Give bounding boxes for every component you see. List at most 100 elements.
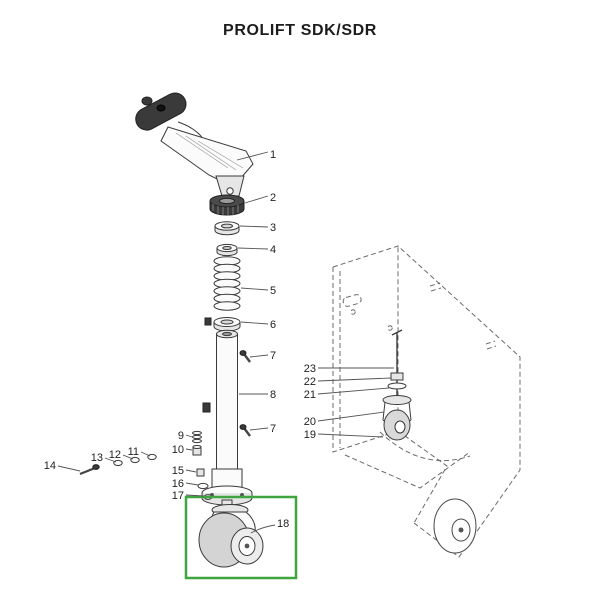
tube-bore bbox=[222, 331, 232, 337]
screw-head bbox=[239, 350, 247, 356]
part-number-label: 18 bbox=[277, 518, 289, 530]
part-number-label: 3 bbox=[270, 222, 276, 234]
chassis-front-panel bbox=[332, 246, 399, 453]
callout-part-3: 3 bbox=[239, 222, 276, 234]
part-22-nut bbox=[390, 372, 404, 381]
callout-part-15: 15 bbox=[172, 465, 197, 477]
callout-part-17: 17 bbox=[172, 490, 205, 502]
part-number-label: 7 bbox=[270, 350, 276, 362]
upper-bearing bbox=[214, 221, 240, 236]
lock-nut-bore bbox=[222, 246, 232, 250]
screw-head bbox=[92, 464, 100, 470]
part-number-label: 21 bbox=[304, 389, 316, 401]
small-spring-coil bbox=[192, 438, 202, 444]
part-20-swivel-plate bbox=[382, 395, 412, 405]
page-title: PROLIFT SDK/SDR bbox=[223, 22, 377, 39]
pivot-pin bbox=[226, 187, 234, 195]
screw-upper bbox=[239, 350, 251, 363]
part-number-label: 19 bbox=[304, 429, 316, 441]
part-number-label: 15 bbox=[172, 465, 184, 477]
part-number-label: 14 bbox=[44, 460, 56, 472]
part-number-label: 10 bbox=[172, 444, 184, 456]
handle-grip bbox=[135, 92, 187, 131]
chassis-hole bbox=[350, 309, 356, 315]
part-number-label: 1 bbox=[270, 149, 276, 161]
part-number-label: 17 bbox=[172, 490, 184, 502]
chassis-vent-mark bbox=[485, 340, 497, 350]
side-bolt-upper bbox=[204, 317, 212, 326]
lock-nut bbox=[216, 243, 238, 257]
chassis-base-edge bbox=[397, 430, 448, 524]
part-number-label: 23 bbox=[304, 363, 316, 375]
highlight-box bbox=[184, 495, 298, 580]
callouts: 1 2 3 4 5 6 7 bbox=[44, 149, 394, 534]
chassis-arch bbox=[379, 431, 471, 462]
part-10-plunger bbox=[192, 445, 202, 456]
callout-part-4: 4 bbox=[237, 244, 276, 256]
part-14-screw bbox=[79, 464, 100, 476]
callout-part-18: 18 bbox=[250, 518, 289, 534]
part-number-label: 4 bbox=[270, 244, 276, 256]
chassis-platform bbox=[344, 451, 471, 489]
callout-part-11: 11 bbox=[128, 446, 151, 458]
gear-ring-bore bbox=[219, 197, 235, 205]
rear-wheel-axle bbox=[458, 527, 464, 533]
chassis-handle-slot bbox=[342, 294, 362, 307]
callout-part-14: 14 bbox=[44, 460, 81, 472]
callout-part-7-lower: 7 bbox=[249, 423, 276, 435]
part-number-label: 11 bbox=[128, 446, 139, 458]
screw-shaft bbox=[79, 466, 96, 476]
chassis-hole bbox=[387, 325, 393, 331]
screw-lower bbox=[239, 424, 251, 437]
handle-knob bbox=[141, 96, 153, 106]
part-number-label: 9 bbox=[178, 430, 184, 442]
small-hardware bbox=[79, 430, 213, 500]
callout-part-16: 16 bbox=[172, 478, 199, 490]
coil-spring bbox=[213, 256, 241, 311]
callout-part-6: 6 bbox=[240, 319, 276, 331]
chassis-caster-assembly bbox=[382, 329, 412, 441]
callout-part-13: 13 bbox=[91, 452, 117, 464]
callout-part-7-upper: 7 bbox=[249, 350, 276, 362]
callout-part-19: 19 bbox=[304, 429, 384, 441]
part-19-wheel-hub bbox=[394, 420, 406, 434]
callout-part-10: 10 bbox=[172, 444, 193, 456]
spring-coil bbox=[213, 301, 241, 311]
small-spring-coil bbox=[192, 434, 202, 440]
chassis-view bbox=[332, 245, 521, 558]
part-number-label: 20 bbox=[304, 416, 316, 428]
part-9-small-spring bbox=[192, 430, 202, 444]
handle-button bbox=[156, 104, 166, 112]
tube-body bbox=[216, 333, 238, 470]
chassis-outer-edge bbox=[332, 245, 521, 558]
gear-ring-knurl bbox=[212, 204, 239, 215]
chassis-outline bbox=[332, 245, 521, 558]
side-bolt-lower bbox=[202, 402, 211, 413]
part-number-label: 5 bbox=[270, 285, 276, 297]
callout-part-9: 9 bbox=[178, 430, 193, 442]
part-15-pin bbox=[196, 468, 205, 477]
callout-part-8: 8 bbox=[239, 389, 276, 401]
callout-part-5: 5 bbox=[240, 285, 276, 297]
part-number-label: 2 bbox=[270, 192, 276, 204]
gear-ring bbox=[209, 194, 245, 216]
part-number-label: 16 bbox=[172, 478, 184, 490]
callout-part-23: 23 bbox=[304, 363, 394, 375]
callout-part-22: 22 bbox=[304, 376, 392, 388]
part-number-label: 6 bbox=[270, 319, 276, 331]
lower-bearing bbox=[204, 317, 241, 332]
caster-wheel bbox=[198, 499, 264, 568]
chassis-rear-wheel bbox=[433, 498, 477, 554]
callout-part-21: 21 bbox=[304, 387, 390, 401]
tiller-arm-hatch bbox=[175, 132, 244, 171]
screw-head bbox=[239, 424, 247, 430]
tiller-head-assembly bbox=[135, 92, 254, 197]
wheel-axle bbox=[244, 543, 250, 549]
plunger-top bbox=[192, 445, 202, 449]
part-number-label: 22 bbox=[304, 376, 316, 388]
callout-part-20: 20 bbox=[304, 411, 385, 428]
part-number-label: 12 bbox=[109, 449, 121, 461]
upper-bearing-bore bbox=[221, 223, 233, 229]
